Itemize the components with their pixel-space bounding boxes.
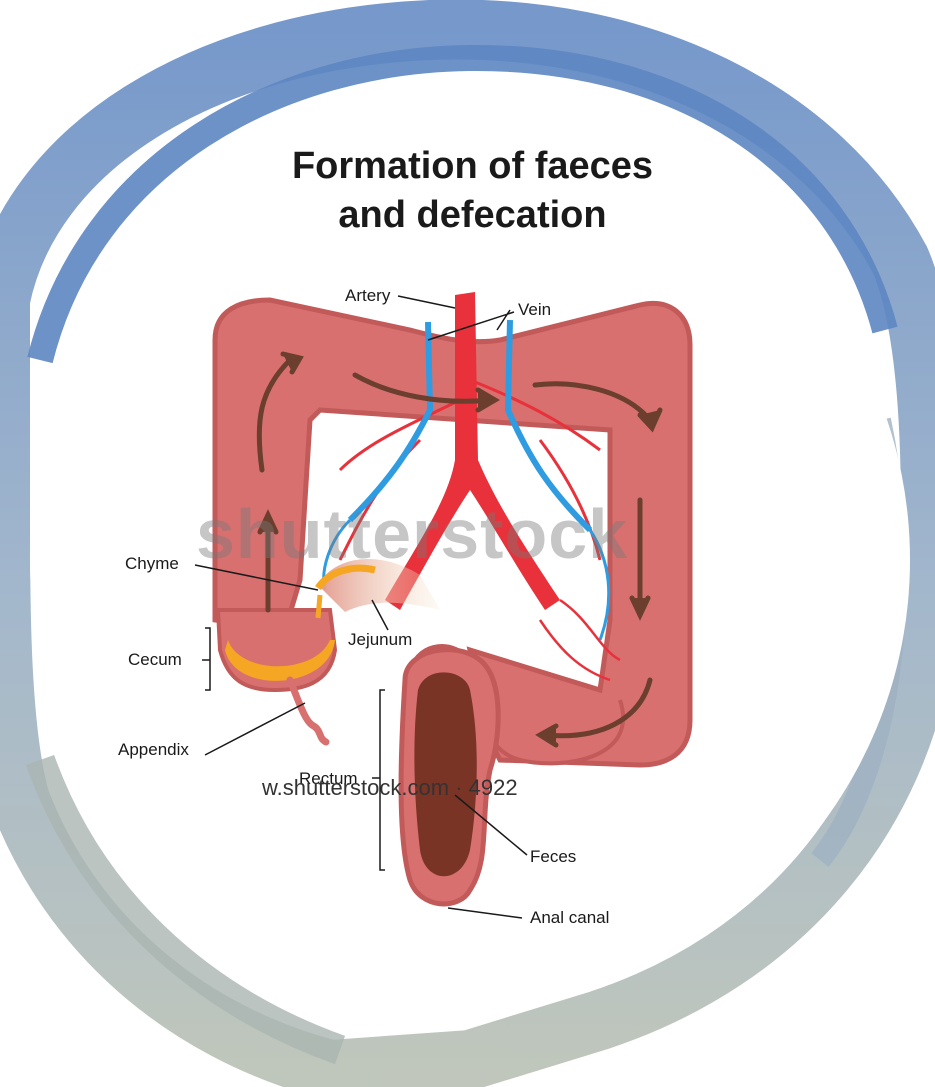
label-cecum: Cecum <box>128 650 182 670</box>
diagram-title-line2: and defecation <box>5 192 935 238</box>
label-vein: Vein <box>518 300 551 320</box>
footer-source: w.shutterstock.com · 4922 <box>262 775 518 801</box>
label-appendix: Appendix <box>118 740 189 760</box>
watermark: shutterstock <box>196 494 628 574</box>
label-anal-canal: Anal canal <box>530 908 609 928</box>
diagram-title-line1: Formation of faeces <box>5 143 935 189</box>
label-chyme: Chyme <box>125 554 179 574</box>
label-feces: Feces <box>530 847 576 867</box>
label-jejunum: Jejunum <box>348 630 412 650</box>
label-artery: Artery <box>345 286 390 306</box>
